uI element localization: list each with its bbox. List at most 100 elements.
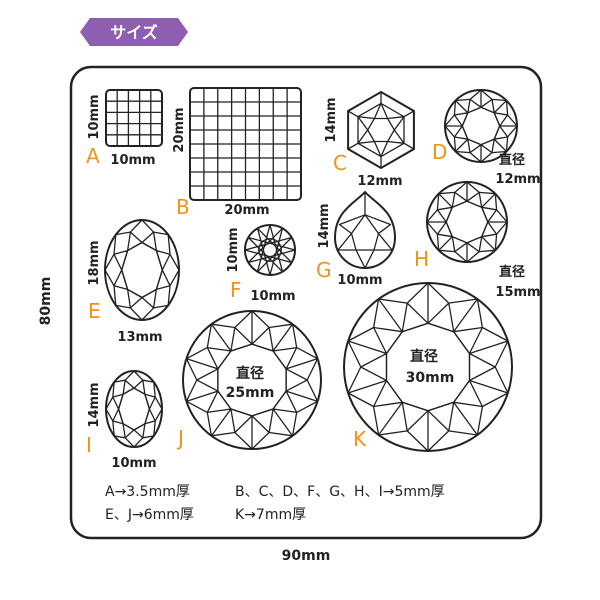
gem-facet (272, 323, 294, 352)
gem-facet (427, 401, 455, 432)
gem-e-oval (104, 219, 180, 321)
gem-facet (373, 102, 389, 119)
size-tag-shape (80, 18, 188, 46)
gem-facet (285, 390, 318, 402)
gem-facet (387, 116, 405, 131)
gem-facet (427, 302, 455, 333)
gem-facet (493, 100, 507, 114)
gem-facet (115, 219, 143, 236)
gem-facet (469, 379, 509, 394)
gem-facet (247, 237, 283, 273)
gem-facet (455, 138, 469, 152)
gem-h-diameter: 15mm (495, 285, 540, 300)
gem-facet (468, 352, 496, 382)
gem-facet (403, 110, 415, 118)
gem-e-width: 13mm (117, 330, 162, 345)
gem-d-diameter-label: 直径 (499, 152, 525, 168)
size-tag: サイズ (80, 18, 188, 46)
gem-facet (505, 125, 518, 152)
gem-f-letter: F (230, 278, 242, 302)
gem-core (258, 238, 282, 262)
gem-facet (372, 379, 403, 408)
gem-facet (196, 368, 219, 392)
gem-facet (466, 181, 496, 195)
gem-i-oval (105, 370, 163, 448)
gem-facet (360, 352, 388, 382)
gem-facet (291, 400, 318, 436)
gem-j-round (182, 310, 322, 450)
gem-facet (104, 234, 117, 271)
gem-f-width: 10mm (250, 289, 295, 304)
gem-outline (105, 89, 163, 147)
gem-facet (493, 112, 509, 127)
gem-facet (122, 379, 135, 395)
gem-g-pear (333, 190, 397, 269)
gem-facet (357, 116, 375, 131)
gem-facet (113, 249, 129, 271)
gem-c-width: 12mm (357, 174, 402, 189)
gem-b-square (189, 87, 302, 201)
gem-facet (347, 340, 387, 355)
gem-facet (244, 236, 292, 251)
gem-c-height: 14mm (324, 97, 339, 142)
gem-facet (155, 249, 171, 271)
gem-facet (426, 193, 440, 223)
gem-facet (387, 129, 405, 144)
gem-facet (438, 236, 453, 251)
mold-outline (69, 65, 543, 540)
gem-facet (451, 191, 468, 208)
gem-facet (248, 236, 296, 251)
gem-facet (206, 390, 232, 414)
thickness-note-e-j: E、J→6mm厚 (105, 507, 194, 523)
gem-facet (230, 408, 253, 434)
gem-facet (347, 298, 380, 342)
gem-facet (105, 408, 115, 436)
gem-facet (476, 298, 509, 342)
gem-a-letter: A (86, 144, 100, 168)
gem-facet (285, 368, 308, 392)
gem-facet (436, 221, 453, 238)
gem-facet (403, 142, 415, 150)
thickness-notes: A→3.5mm厚 B、C、D、F、G、H、I→5mm厚 E、J→6mm厚 K→7… (105, 484, 445, 523)
gem-facet (272, 346, 298, 370)
gem-facet (453, 379, 484, 408)
gem-facet (112, 393, 124, 410)
gem-facet (378, 298, 403, 333)
gem-facet (466, 191, 483, 208)
gem-a-square (105, 89, 163, 147)
gem-facet (493, 138, 507, 152)
gem-facet (291, 324, 318, 360)
gem-table (350, 214, 380, 251)
gem-facet (453, 298, 478, 333)
gem-facet (469, 340, 509, 355)
gem-facet (185, 358, 198, 402)
thickness-note-k: K→7mm厚 (235, 507, 306, 523)
gem-facet (133, 423, 146, 439)
gem-facet (144, 393, 156, 410)
gem-facet (144, 408, 156, 425)
gem-facet (453, 401, 478, 436)
gem-facet (251, 326, 274, 352)
gem-facet (211, 310, 253, 329)
gem-facet (133, 370, 154, 383)
gem-facet (256, 224, 271, 272)
gem-facet (141, 304, 169, 321)
gem-facet (186, 324, 213, 360)
gem-facet (466, 236, 483, 253)
thickness-note-a: A→3.5mm厚 (105, 484, 190, 500)
gem-j-diameter: 25mm (226, 385, 275, 401)
gem-facet (126, 288, 143, 309)
gem-facet (126, 231, 143, 252)
gem-facet (306, 358, 319, 402)
gem-f-height: 10mm (226, 227, 241, 272)
gem-outline (244, 224, 296, 276)
gem-facet (251, 431, 293, 450)
gem-facet (444, 125, 457, 152)
gem-i-height: 14mm (87, 382, 102, 427)
gem-facet (453, 112, 469, 127)
gem-facet (167, 269, 180, 306)
gem-k-round (343, 282, 513, 452)
gem-facet (104, 269, 117, 306)
gem-facet (141, 288, 158, 309)
gem-a-width: 10mm (110, 153, 155, 168)
